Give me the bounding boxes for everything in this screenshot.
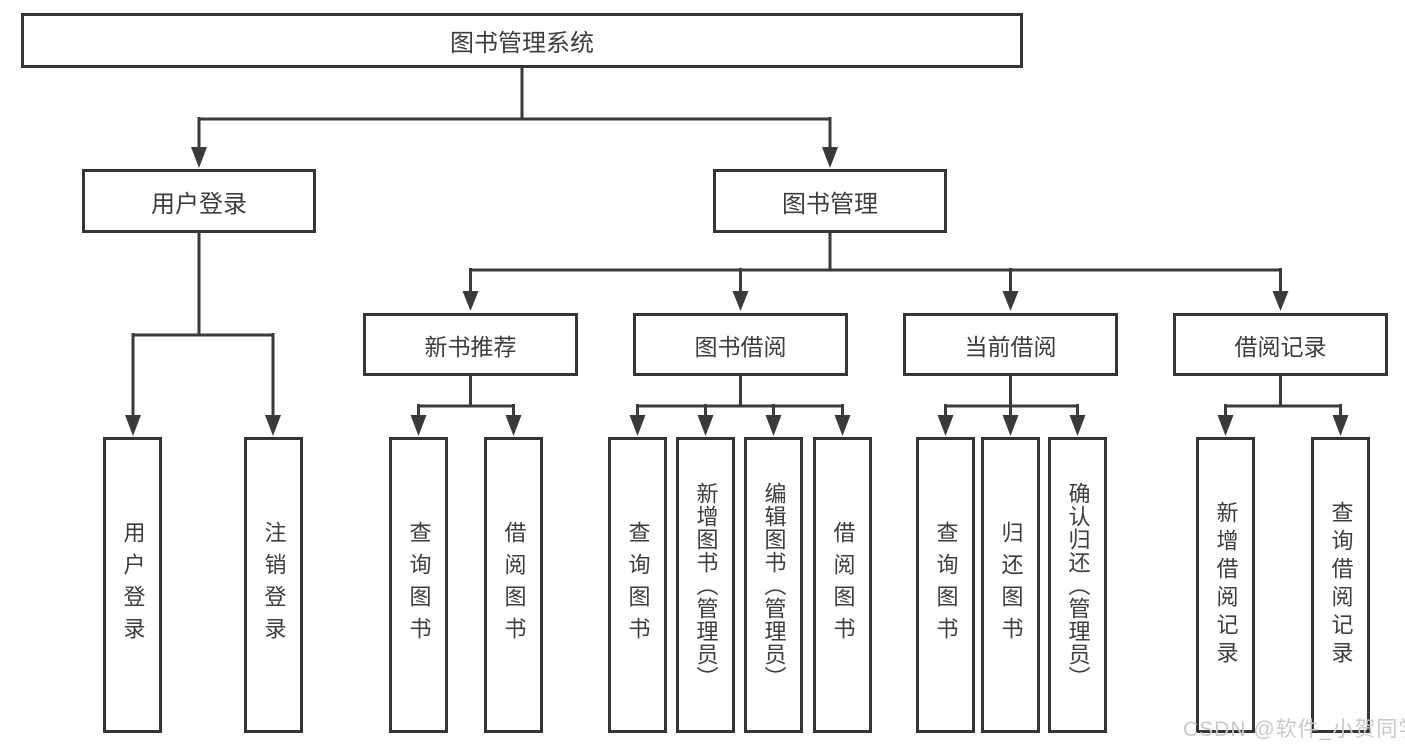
arrow-down-icon xyxy=(191,147,207,168)
leaf-borrow-books: 借阅图书 xyxy=(813,437,872,733)
node-library-management-system: 图书管理系统 xyxy=(21,13,1023,68)
leaf-add-book-admin: 新增图书（管理员） xyxy=(676,437,735,733)
leaf-query-books: 查询图书 xyxy=(608,437,667,733)
arrow-down-icon xyxy=(505,415,522,436)
leaf-query-borrow-record: 查询借阅记录 xyxy=(1311,437,1370,733)
connector-current-borrow xyxy=(944,374,1079,417)
arrow-down-icon xyxy=(1332,415,1349,436)
connector-book-management xyxy=(469,231,1282,292)
connector-book-borrow xyxy=(636,374,844,417)
leaf-confirm-return-admin: 确认归还（管理员） xyxy=(1048,437,1107,733)
leaf-logout: 注销登录 xyxy=(244,437,303,733)
leaf-edit-book-admin: 编辑图书（管理员） xyxy=(744,437,803,733)
arrow-down-icon xyxy=(629,415,646,436)
leaf-user-login: 用户登录 xyxy=(103,437,162,733)
arrow-down-icon xyxy=(697,415,714,436)
leaf-query-books: 查询图书 xyxy=(389,437,448,733)
arrow-down-icon xyxy=(765,415,782,436)
arrow-down-icon xyxy=(1002,415,1019,436)
connector-root xyxy=(197,66,832,150)
connector-borrow-record xyxy=(1224,374,1342,417)
arrow-down-icon xyxy=(822,147,838,168)
arrow-down-icon xyxy=(1002,291,1019,311)
arrow-down-icon xyxy=(125,415,141,436)
arrow-down-icon xyxy=(265,415,281,436)
node-user-login: 用户登录 xyxy=(82,169,316,233)
leaf-query-books: 查询图书 xyxy=(916,437,975,733)
arrow-down-icon xyxy=(1272,291,1289,311)
leaf-add-borrow-record: 新增借阅记录 xyxy=(1196,437,1255,733)
arrow-down-icon xyxy=(1069,415,1086,436)
arrow-down-icon xyxy=(1217,415,1234,436)
arrow-down-icon xyxy=(410,415,427,436)
node-new-book-recommend: 新书推荐 xyxy=(363,313,578,376)
csdn-watermark: CSDN @软件_小贺同学 xyxy=(1183,718,1405,741)
arrow-down-icon xyxy=(834,415,851,436)
arrow-down-icon xyxy=(937,415,954,436)
arrow-down-icon xyxy=(462,291,479,311)
connector-new-book xyxy=(417,374,515,417)
node-current-borrow: 当前借阅 xyxy=(903,313,1118,376)
leaf-borrow-books: 借阅图书 xyxy=(484,437,543,733)
node-book-management: 图书管理 xyxy=(713,169,947,233)
node-book-borrow: 图书借阅 xyxy=(633,313,848,376)
connector-user-login xyxy=(131,231,275,417)
leaf-return-books: 归还图书 xyxy=(981,437,1040,733)
node-borrow-record: 借阅记录 xyxy=(1173,313,1388,376)
arrow-down-icon xyxy=(732,291,749,311)
